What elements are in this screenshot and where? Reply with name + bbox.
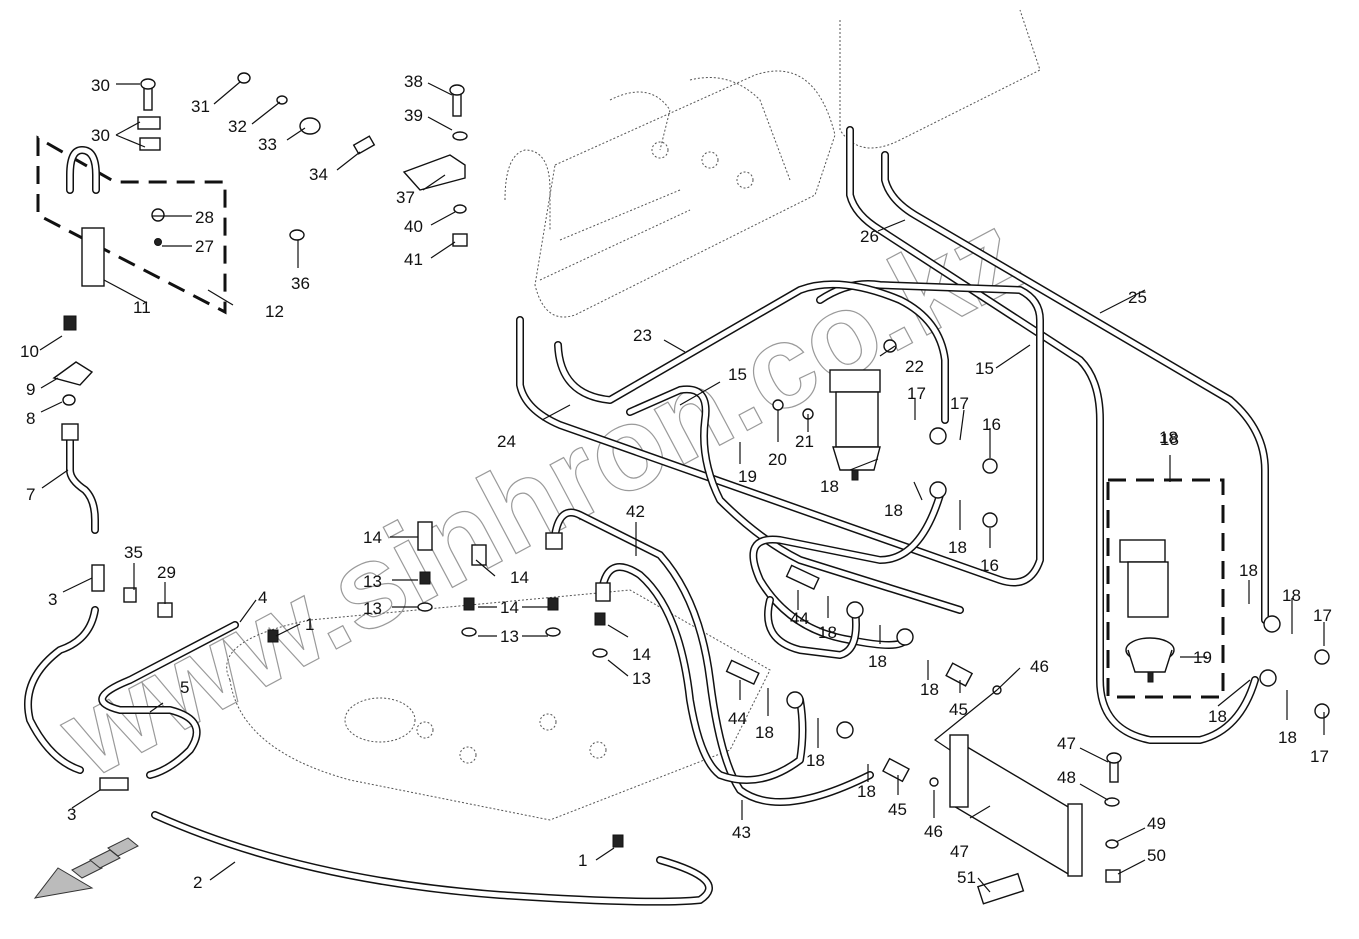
callout-34: 32 <box>228 117 247 136</box>
callout-5: 5 <box>180 678 189 697</box>
callout-44: 42 <box>626 502 645 521</box>
callout-39: 37 <box>396 188 415 207</box>
cap-53 <box>977 872 1025 905</box>
callout-17: 17 <box>1313 606 1332 625</box>
callout-41: 39 <box>404 106 423 125</box>
callout-18: 18 <box>884 501 903 520</box>
callout-18: 18 <box>857 782 876 801</box>
callout-8: 8 <box>26 409 35 428</box>
callout-1: 1 <box>305 615 314 634</box>
callout-16: 15 <box>975 359 994 378</box>
callout-18: 18 <box>948 538 967 557</box>
callout-23: 21 <box>795 432 814 451</box>
callout-18: 17 <box>907 384 926 403</box>
callout-49: 47 <box>1057 734 1076 753</box>
callout-10: 10 <box>20 342 39 361</box>
callout-18: 17 <box>950 394 969 413</box>
callout-50: 48 <box>1057 768 1076 787</box>
callout-18: 18 <box>755 723 774 742</box>
callout-37: 35 <box>124 543 143 562</box>
callout-43: 41 <box>404 250 423 269</box>
callout-18: 18 <box>1160 430 1179 449</box>
callout-1: 1 <box>578 851 587 870</box>
kit-box-12 <box>36 135 227 315</box>
callout-18: 18 <box>806 751 825 770</box>
callout-14: 13 <box>363 572 382 591</box>
callout-18: 18 <box>1278 728 1297 747</box>
callout-15: 14 <box>510 568 529 587</box>
callout-18: 18 <box>920 680 939 699</box>
callout-22: 20 <box>768 450 787 469</box>
callout-17: 17 <box>1310 747 1329 766</box>
leader-lines <box>39 81 1325 893</box>
callout-15: 14 <box>363 528 382 547</box>
callout-16: 15 <box>728 365 747 384</box>
callout-48: 47 <box>950 842 969 861</box>
callout-18: 18 <box>1239 561 1258 580</box>
callout-30: 28 <box>195 208 214 227</box>
callout-11: 11 <box>133 298 151 317</box>
callout-13: 13 <box>500 627 519 646</box>
engine-outline <box>226 9 1041 821</box>
callout-21: 19 <box>738 467 757 486</box>
callout-26: 24 <box>497 432 516 451</box>
callout-2: 2 <box>193 873 202 892</box>
callout-18: 18 <box>1282 586 1301 605</box>
callout-18: 18 <box>868 652 887 671</box>
callout-19: 18 <box>820 477 839 496</box>
callout-28: 26 <box>860 227 879 246</box>
callout-14: 14 <box>632 645 651 664</box>
callout-3: 3 <box>67 805 76 824</box>
fuel-lines <box>24 126 1269 906</box>
callout-42: 40 <box>404 217 423 236</box>
cooler-48 <box>949 734 1083 877</box>
callout-40: 38 <box>404 72 423 91</box>
callout-20: 19 <box>1193 648 1212 667</box>
callout-labels: 1 1 2 3 3 4 5 7 8 9 10 11 12 13 13 13 13… <box>20 72 1332 892</box>
callout-9: 9 <box>26 380 35 399</box>
callout-18: 18 <box>1208 707 1227 726</box>
callout-36: 34 <box>309 165 328 184</box>
callout-13: 13 <box>632 669 651 688</box>
callout-14: 14 <box>500 598 519 617</box>
callout-17: 16 <box>980 556 999 575</box>
callout-27: 25 <box>1128 288 1147 307</box>
callout-4: 4 <box>258 588 267 607</box>
callout-53: 51 <box>957 868 976 887</box>
callout-29: 27 <box>195 237 214 256</box>
fuel-filter-kit-19 <box>1119 539 1175 683</box>
callout-31: 30 <box>91 76 110 95</box>
callout-47: 46 <box>924 822 943 841</box>
callout-30: 29 <box>157 563 176 582</box>
direction-arrow <box>33 837 139 899</box>
callout-17: 16 <box>982 415 1001 434</box>
callout-52: 50 <box>1147 846 1166 865</box>
callout-51: 49 <box>1147 814 1166 833</box>
callout-44: 43 <box>732 823 751 842</box>
callout-7: 7 <box>26 485 35 504</box>
callout-47: 46 <box>1030 657 1049 676</box>
callout-13: 13 <box>363 599 382 618</box>
callout-38: 36 <box>291 274 310 293</box>
callout-46: 45 <box>949 700 968 719</box>
callout-3: 3 <box>48 590 57 609</box>
callout-33: 31 <box>191 97 210 116</box>
callout-32: 30 <box>91 126 110 145</box>
callout-18: 18 <box>818 623 837 642</box>
callout-19: 18 <box>1159 428 1178 447</box>
callout-45: 44 <box>728 709 747 728</box>
callout-45: 44 <box>790 609 809 628</box>
callout-24: 22 <box>905 357 924 376</box>
callout-35: 33 <box>258 135 277 154</box>
callout-12: 12 <box>265 302 284 321</box>
kit-box-19 <box>1106 478 1225 699</box>
callout-46: 45 <box>888 800 907 819</box>
callout-25: 23 <box>633 326 652 345</box>
fuel-filter-19 <box>829 369 881 481</box>
